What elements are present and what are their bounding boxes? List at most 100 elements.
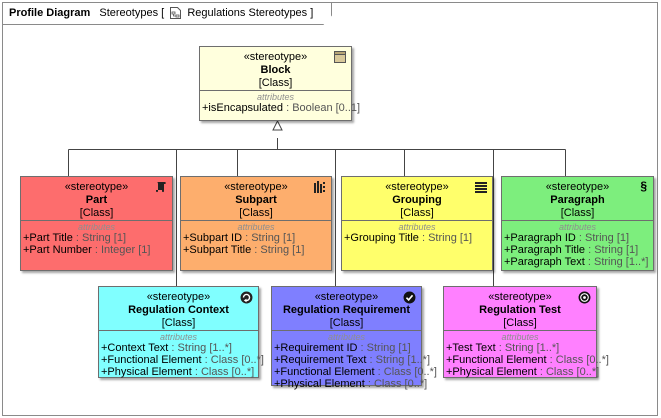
attribute-list: +Context Text : String [1..*]+Functional… <box>99 342 264 378</box>
attribute-separator: : <box>374 366 384 378</box>
attribute-separator: : <box>283 102 293 114</box>
diagram-name-label: Regulations Stereotypes <box>187 7 308 19</box>
attribute-type: String [1..*] <box>375 354 431 366</box>
attribute-row[interactable]: +Functional Element : Class [0..*] <box>274 366 437 378</box>
attribute-name: +Functional Element <box>101 354 202 366</box>
stereotype-name: Grouping <box>392 194 442 206</box>
attribute-list: +Paragraph ID : String [1]+Paragraph Tit… <box>502 232 653 268</box>
attribute-name: +Paragraph ID <box>504 232 576 244</box>
attribute-row[interactable]: +Subpart ID : String [1] <box>183 232 331 244</box>
stereotype-regulation-requirement[interactable]: «stereotype» Regulation Requirement [Cla… <box>271 286 437 390</box>
stereotype-regulation-context[interactable]: «stereotype» Regulation Context [Class] … <box>98 286 264 378</box>
stereotype-keyword: «stereotype» <box>488 291 552 303</box>
attribute-separator: : <box>72 232 82 244</box>
compartment-title: attributes <box>558 222 597 232</box>
generalization-arrowhead <box>272 119 283 131</box>
attribute-name: +Paragraph Text <box>504 256 585 268</box>
attribute-row[interactable]: +Paragraph Text : String [1..*] <box>504 256 653 268</box>
attribute-name: +Grouping Title <box>344 232 419 244</box>
attribute-separator: : <box>366 354 376 366</box>
attribute-type: String [1] <box>428 232 473 244</box>
attribute-row[interactable]: +Part Number : Integer [1] <box>23 244 172 256</box>
stereotype-keyword: «stereotype» <box>385 181 449 193</box>
diagram-kind-label: Profile Diagram <box>9 7 91 19</box>
target-icon <box>578 291 591 304</box>
attributes-compartment: attributes +Grouping Title : String [1] <box>342 220 492 247</box>
bracket-open: [ <box>161 7 165 19</box>
attribute-separator: : <box>242 232 252 244</box>
attribute-type: String [1..*] <box>177 342 232 354</box>
compartment-title: attributes <box>398 222 436 232</box>
attribute-row[interactable]: +isEncapsulated : Boolean [0..1] <box>202 102 360 114</box>
attribute-list: +Subpart ID : String [1]+Subpart Title :… <box>181 232 331 256</box>
attribute-row[interactable]: +Context Text : String [1..*] <box>101 342 258 354</box>
lines-icon <box>475 182 487 193</box>
attribute-row[interactable]: +Part Title : String [1] <box>23 232 172 244</box>
compartment-title: attributes <box>501 332 539 342</box>
stereotype-keyword: «stereotype» <box>545 181 610 193</box>
attribute-row[interactable]: +Functional Element : Class [0..*] <box>101 354 264 366</box>
attribute-type: Class [0..*] <box>545 366 600 378</box>
stereotype-keyword: «stereotype» <box>146 291 211 303</box>
metaclass-label: [Class] <box>258 77 293 89</box>
attribute-row[interactable]: +Physical Element : Class [0..*] <box>101 366 258 378</box>
attribute-type: Class [0..*] <box>555 354 609 366</box>
attribute-name: +Physical Element <box>274 378 365 390</box>
stereotype-name: Regulation Requirement <box>282 304 411 316</box>
attribute-name: +Paragraph Title <box>504 244 586 256</box>
attribute-type: String [1..*] <box>504 342 560 354</box>
attribute-row[interactable]: +Paragraph ID : String [1] <box>504 232 653 244</box>
attribute-row[interactable]: +Physical Element : Class [0..*] <box>274 378 427 390</box>
attribute-row[interactable]: +Physical Element : Class [0..*] <box>446 366 600 378</box>
diagram-icon <box>170 7 181 19</box>
stereotype-regulation-test[interactable]: «stereotype» Regulation Test [Class] att… <box>443 286 609 381</box>
attribute-row[interactable]: +Test Text : String [1..*] <box>446 342 596 354</box>
attribute-name: +Test Text <box>446 342 496 354</box>
attribute-name: +Requirement Text <box>274 354 367 366</box>
bookshelf-icon <box>314 181 325 193</box>
diagram-frame-tab[interactable]: Profile Diagram Stereotypes [ Regulation… <box>3 3 332 25</box>
attribute-type: String [1] <box>366 342 411 354</box>
attributes-compartment: attributes +Test Text : String [1..*]+Fu… <box>444 330 609 381</box>
attribute-row[interactable]: +Subpart Title : String [1] <box>183 244 331 256</box>
attribute-name: +Requirement ID <box>274 342 358 354</box>
block-icon <box>334 51 346 63</box>
attribute-row[interactable]: +Functional Element : Class [0..*] <box>446 354 609 366</box>
metaclass-label: [Class] <box>503 317 537 329</box>
stereotype-block[interactable]: «stereotype» Block [Class] attributes +i… <box>199 46 360 121</box>
attribute-separator: : <box>201 354 211 366</box>
compartment-title: attributes <box>256 92 295 102</box>
attribute-separator: : <box>536 366 546 378</box>
stereotype-part[interactable]: «stereotype» Part [Class] attributes +Pa… <box>20 176 173 271</box>
attribute-type: String [1] <box>594 244 639 256</box>
attribute-separator: : <box>91 244 101 256</box>
attribute-row[interactable]: +Paragraph Title : String [1] <box>504 244 653 256</box>
stereotype-grouping[interactable]: «stereotype» Grouping [Class] attributes… <box>341 176 493 271</box>
stereotype-subpart[interactable]: «stereotype» Subpart [Class] attributes … <box>180 176 332 271</box>
attribute-type: String [1] <box>260 244 305 256</box>
attribute-type: Class [0..*] <box>383 366 437 378</box>
scroll-icon <box>156 182 166 193</box>
attribute-row[interactable]: +Requirement Text : String [1..*] <box>274 354 430 366</box>
attribute-row[interactable]: +Requirement ID : String [1] <box>274 342 421 354</box>
stereotype-paragraph[interactable]: § «stereotype» Paragraph [Class] attribu… <box>501 176 654 271</box>
attributes-compartment: attributes +Subpart ID : String [1]+Subp… <box>181 220 331 259</box>
attribute-separator: : <box>357 342 367 354</box>
attribute-separator: : <box>191 366 201 378</box>
stereotype-name: Regulation Context <box>128 304 229 316</box>
attribute-name: +Physical Element <box>101 366 192 378</box>
compartment-title: attributes <box>237 222 275 232</box>
compartment-title: attributes <box>327 332 366 342</box>
stereotype-name: Subpart <box>235 194 277 206</box>
attribute-name: +Subpart Title <box>183 244 252 256</box>
compartment-title: attributes <box>77 222 116 232</box>
attribute-name: +Functional Element <box>446 354 547 366</box>
attribute-list: +Grouping Title : String [1] <box>342 232 492 244</box>
attribute-separator: : <box>546 354 556 366</box>
attribute-separator: : <box>495 342 505 354</box>
attribute-separator: : <box>585 244 595 256</box>
attribute-row[interactable]: +Grouping Title : String [1] <box>344 232 492 244</box>
attribute-separator: : <box>251 244 261 256</box>
stereotype-keyword: «stereotype» <box>243 51 308 63</box>
